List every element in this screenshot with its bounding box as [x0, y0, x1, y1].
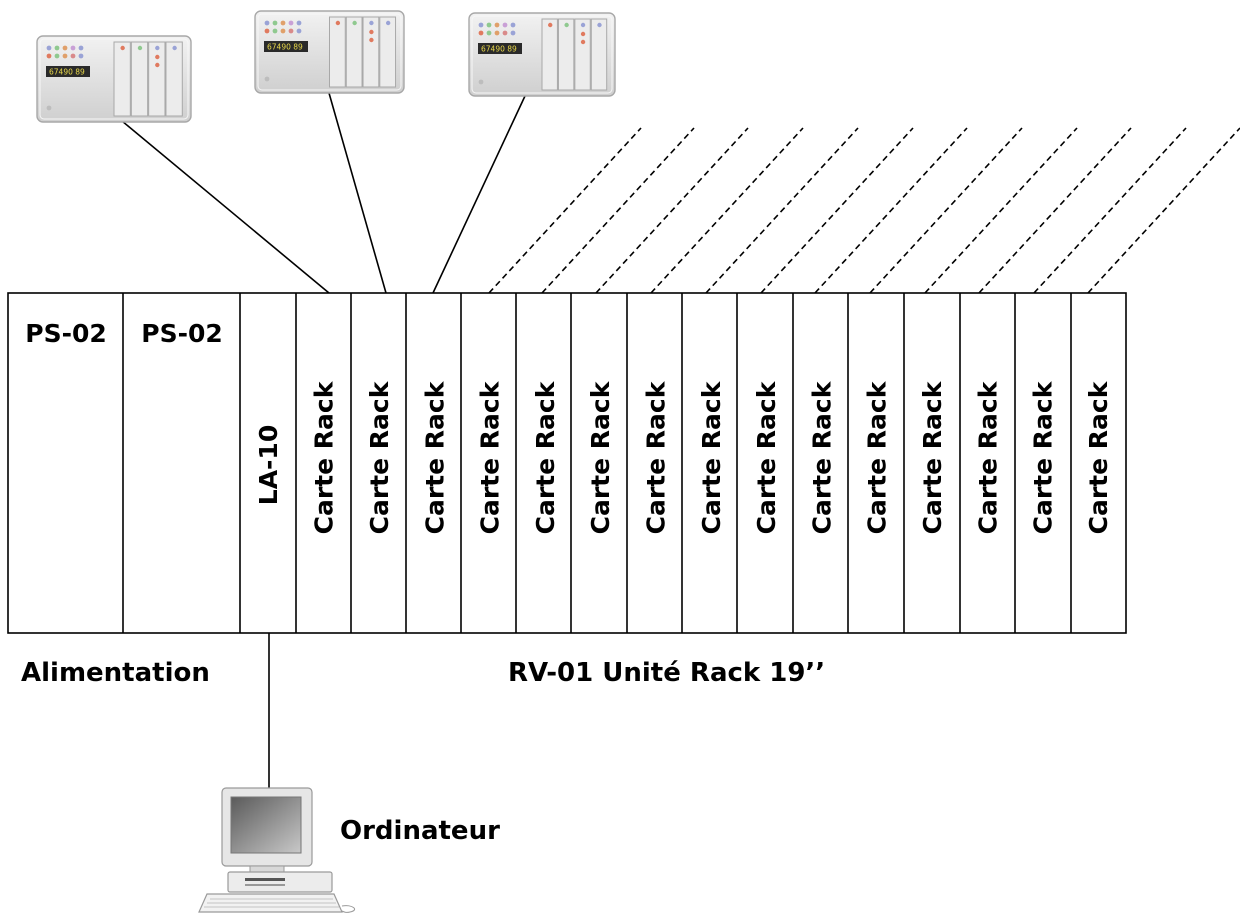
rack-card-label: Carte Rack — [863, 380, 892, 534]
rack-unit: PS-02 PS-02 LA-10 Carte Rack Carte Rack Ca… — [7, 292, 1127, 634]
remote-links — [121, 92, 526, 294]
computer-label: Ordinateur — [340, 816, 500, 846]
rack-card-label: Carte Rack — [697, 380, 726, 534]
power-section-label: Alimentation — [21, 658, 210, 688]
remote-unit: 67490 89 — [468, 12, 616, 97]
rack-card-label: Carte Rack — [752, 380, 781, 534]
rack-card-label: Carte Rack — [365, 380, 394, 534]
computer-icon — [198, 787, 355, 913]
rack-card-label: Carte Rack — [918, 380, 947, 534]
expansion-link — [869, 127, 1023, 294]
expansion-link — [488, 127, 642, 294]
rack-card-label: Carte Rack — [1084, 380, 1113, 534]
expansion-link — [705, 127, 859, 294]
remote-link-2 — [328, 92, 387, 294]
expansion-link — [1087, 127, 1240, 294]
rack-card-label: Carte Rack — [531, 380, 560, 534]
remote-display: 67490 89 — [267, 43, 303, 52]
remote-unit: 67490 89 — [36, 35, 192, 123]
rack-card-label: Carte Rack — [420, 380, 449, 534]
rack-card-label: Carte Rack — [1029, 380, 1058, 534]
expansion-link — [650, 127, 804, 294]
remote-unit: 67490 89 — [254, 10, 405, 94]
expansion-link — [924, 127, 1078, 294]
rack-card-label: Carte Rack — [310, 380, 339, 534]
expansion-link — [978, 127, 1132, 294]
power-supply-2-label: PS-02 — [141, 319, 223, 348]
interface-module-label: LA-10 — [254, 425, 283, 505]
rack-unit-label: RV-01 Unité Rack 19’’ — [508, 658, 825, 688]
expansion-link — [541, 127, 695, 294]
power-supply-1-label: PS-02 — [25, 319, 107, 348]
expansion-link — [595, 127, 749, 294]
rack-card-label: Carte Rack — [586, 380, 615, 534]
remote-link-1 — [121, 120, 330, 294]
rack-card-label: Carte Rack — [476, 380, 505, 534]
rack-card-label: Carte Rack — [807, 380, 836, 534]
remote-display: 67490 89 — [49, 68, 85, 77]
expansion-link — [1033, 127, 1187, 294]
expansion-link — [760, 127, 914, 294]
rack-card-label: Carte Rack — [641, 380, 670, 534]
remote-display: 67490 89 — [481, 45, 517, 54]
remote-units: 67490 89 67490 89 67490 89 — [36, 10, 616, 123]
expansion-link — [814, 127, 968, 294]
expansion-links — [488, 127, 1240, 294]
remote-link-3 — [432, 95, 526, 294]
rack-card-label: Carte Rack — [973, 380, 1002, 534]
rack-frame — [7, 292, 1127, 634]
